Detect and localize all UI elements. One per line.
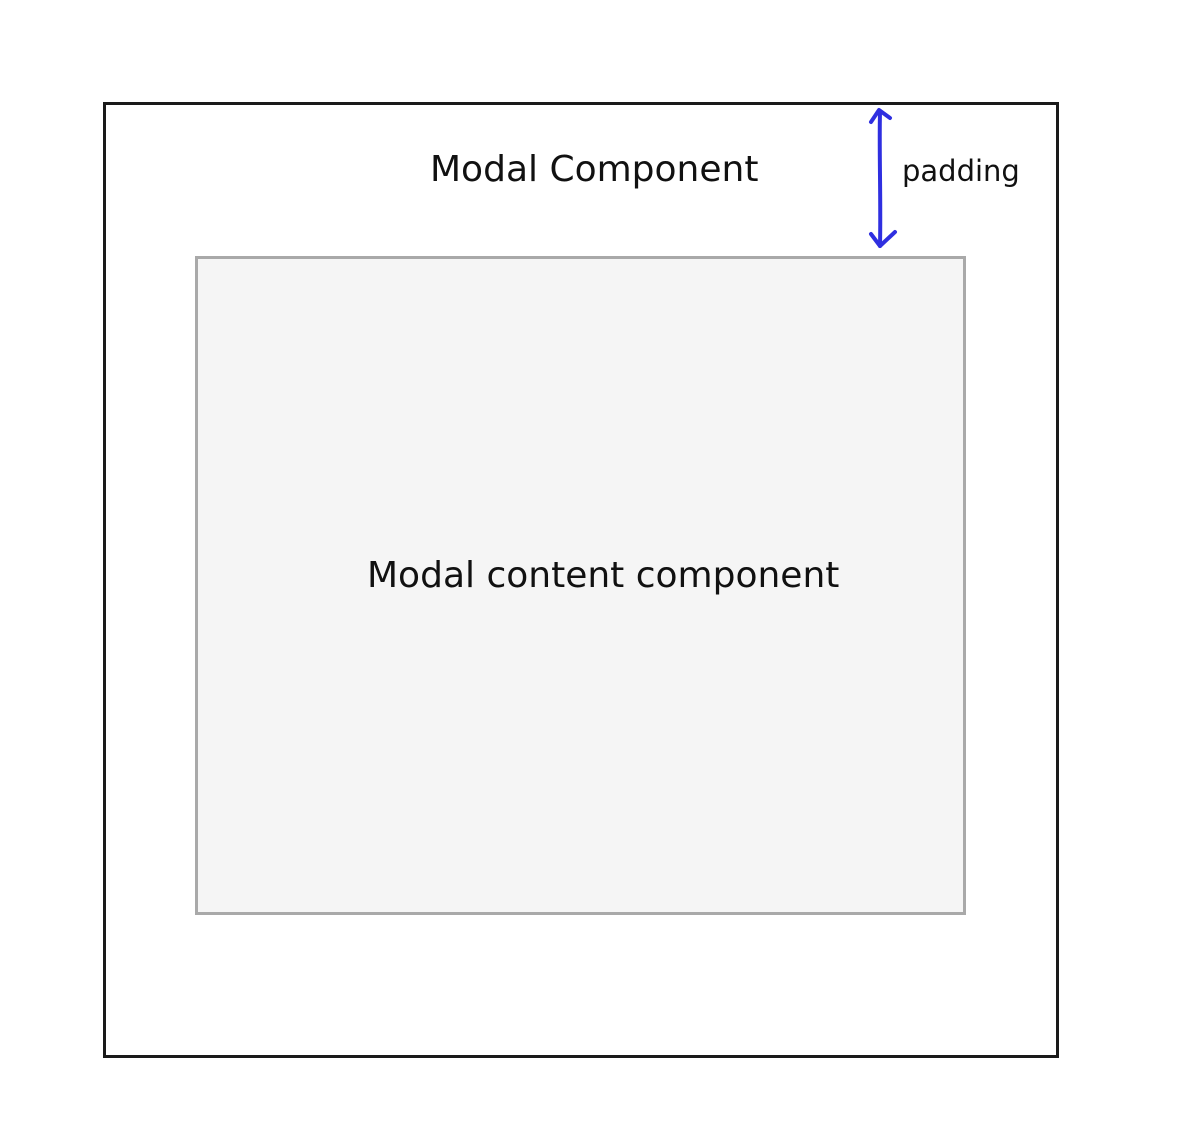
modal-content-component-box [195, 256, 966, 915]
modal-component-label: Modal Component [430, 149, 759, 190]
padding-arrow-icon [869, 108, 897, 248]
modal-content-component-label: Modal content component [367, 555, 840, 596]
padding-label: padding [902, 154, 1020, 188]
